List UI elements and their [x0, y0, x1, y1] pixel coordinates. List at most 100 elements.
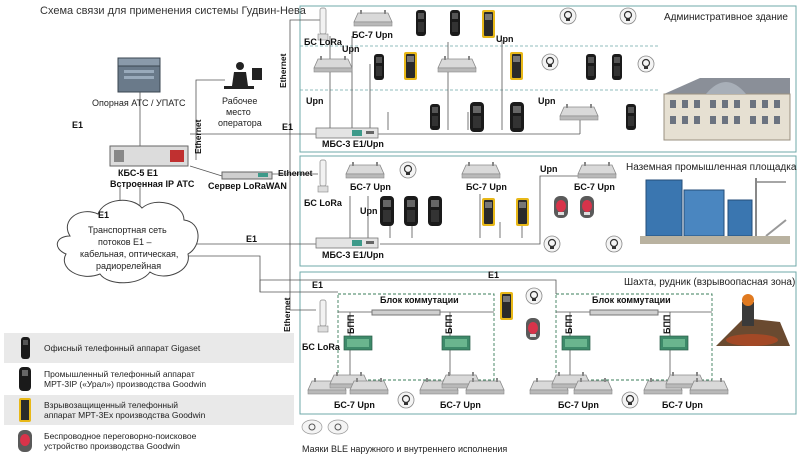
ble-beacon-industrial-3: [605, 235, 623, 253]
pbx-server-icon: [117, 57, 161, 93]
ble-beacon-industrial-1: [399, 161, 417, 179]
office-phone-admin-4: [586, 54, 596, 80]
e1-label-2: E1: [282, 122, 293, 132]
bs7-mine-a-label: БС-7 Upn: [334, 400, 375, 410]
zone-industrial-title: Наземная промышленная площадка: [626, 162, 797, 173]
ethernet-label-2: Ethernet: [278, 53, 288, 88]
e1-label-3: E1: [98, 210, 109, 220]
zone-industrial: [299, 155, 797, 267]
upn-industrial-2: Upn: [360, 206, 378, 216]
ble-caption: Маяки BLE наружного и внутреннего исполн…: [302, 444, 507, 454]
bs-lora-industrial-label: БС LoRa: [304, 198, 343, 208]
legend-text-1a: Офисный телефонный аппарат Gigaset: [44, 343, 201, 353]
mbs-admin-label: МБС-3 E1/Upn: [322, 139, 384, 149]
ethernet-label-1: Ethernet: [193, 119, 203, 154]
lorawan-label: Сервер LoRaWAN: [208, 181, 287, 191]
bs7-industrial-1: [345, 161, 385, 179]
mine-illustration-icon: [716, 294, 790, 346]
legend-text-2b: МРТ-3IP («Урал») производства Goodwin: [44, 379, 207, 389]
ex-phone-ind-1: [482, 198, 495, 226]
bs7-mine-d-label: БС-7 Upn: [662, 400, 703, 410]
kbs-label: КБС-5 Е1: [118, 168, 158, 178]
bs7-mine-c-label: БС-7 Upn: [558, 400, 599, 410]
legend-item-office-phone: Офисный телефонный аппарат Gigaset: [4, 333, 294, 363]
ble-beacon-caption-1: [301, 419, 323, 435]
bpp-left-2: [441, 335, 471, 351]
legend-text-4a: Беспроводное переговорно-поисковое: [44, 431, 197, 441]
upn-admin-1: Upn: [342, 44, 360, 54]
ethernet-label-4: Ethernet: [282, 297, 292, 332]
office-phone-admin-1: [416, 10, 426, 36]
ble-beacon-admin-3: [541, 53, 559, 71]
upn-admin-4: Upn: [538, 96, 556, 106]
industrial-phone-icon: [19, 367, 31, 391]
ble-beacon-admin-4: [637, 55, 655, 73]
bs-lora-admin-label: БС LoRa: [304, 37, 343, 47]
ble-beacon-industrial-2: [543, 235, 561, 253]
e1-label-4: E1: [246, 234, 257, 244]
bs7-admin-1-label: БС-7 Upn: [352, 30, 393, 40]
office-phone-icon: [21, 337, 30, 359]
bs7-industrial-3-label: БС-7 Upn: [574, 182, 615, 192]
e1-label-6: E1: [488, 270, 499, 280]
upn-industrial-1: Upn: [540, 164, 558, 174]
bs7-admin-3: [437, 55, 477, 73]
industrial-phone-admin-1: [470, 102, 484, 132]
industrial-phone-ind-2: [404, 196, 418, 226]
office-phone-admin-5: [612, 54, 622, 80]
industrial-phone-admin-2: [510, 102, 524, 132]
ex-phone-admin-2: [404, 52, 417, 80]
e1-label-1: E1: [72, 120, 83, 130]
operator-label-2: место: [226, 107, 251, 117]
bs7-admin-1: [353, 9, 393, 27]
mbs-admin: [315, 127, 379, 139]
switch-block-right: [555, 293, 713, 381]
zone-mine: [299, 271, 797, 415]
office-phone-admin-2: [450, 10, 460, 36]
lora-antenna-mine: [317, 299, 329, 333]
upn-admin-2: Upn: [496, 34, 514, 44]
ex-phone-ind-2: [516, 198, 529, 226]
mbs-industrial-label: МБС-3 E1/Upn: [322, 250, 384, 260]
operator-label-1: Рабочее: [222, 96, 257, 106]
diagram-title: Схема связи для применения системы Гудви…: [40, 5, 307, 17]
legend-text-3a: Взрывозащищенный телефонный: [44, 400, 178, 410]
bpp-right-1: [561, 335, 591, 351]
ble-beacon-admin-1: [559, 7, 577, 25]
ex-phone-admin-1: [482, 10, 495, 38]
legend-text-4b: устройство производства Goodwin: [44, 441, 180, 451]
pager-mine-1: [526, 318, 540, 340]
bpp-left-1-label: БПП: [346, 315, 356, 334]
transport-line-1: Транспортная сеть: [88, 225, 167, 235]
bpp-right-1-label: БПП: [564, 315, 574, 334]
kbs-unit-icon: [109, 145, 189, 167]
kbs-sub-label: Встроенная IP АТС: [110, 179, 195, 189]
transport-line-3: кабельная, оптическая,: [80, 249, 178, 259]
bpp-left-2-label: БПП: [444, 315, 454, 334]
bs7-mine-b-label: БС-7 Upn: [440, 400, 481, 410]
bs-lora-mine-label: БС LoRa: [302, 342, 341, 352]
ble-beacon-mine-2: [397, 391, 415, 409]
patch-panel-right: [589, 309, 659, 316]
industrial-phone-ind-3: [428, 196, 442, 226]
bs7-admin-2: [313, 55, 353, 73]
office-phone-admin-3: [374, 54, 384, 80]
explosion-proof-phone-icon: [19, 398, 31, 422]
bs7-industrial-3: [577, 161, 617, 179]
zone-mine-title: Шахта, рудник (взрывоопасная зона): [624, 277, 795, 288]
operator-label-3: оператора: [218, 118, 262, 128]
bpp-right-2-label: БПП: [662, 315, 672, 334]
office-phone-admin-6: [430, 104, 440, 130]
ble-beacon-caption-2: [327, 419, 349, 435]
legend-text-2a: Промышленный телефонный аппарат: [44, 369, 195, 379]
bpp-right-2: [659, 335, 689, 351]
ble-beacon-mine-3: [621, 391, 639, 409]
ble-beacon-admin-2: [619, 7, 637, 25]
mbs-industrial: [315, 237, 379, 249]
transport-network-cloud: [56, 199, 199, 284]
switch-block-right-label: Блок коммутации: [592, 295, 671, 305]
transport-line-4: радиорелейная: [96, 261, 161, 271]
